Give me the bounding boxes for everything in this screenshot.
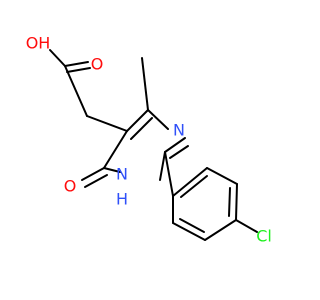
bond-c5-c4-inner [130, 117, 153, 140]
bond-n1-c6 [103, 167, 121, 173]
bond-ch2-c5 [86, 115, 128, 132]
bond-ar-2 [206, 167, 238, 185]
bond-ar-3-inner [228, 187, 231, 217]
bond-n3-c2-inner [169, 145, 189, 159]
bond-c5-c4 [126, 109, 149, 132]
bond-c2-n1 [159, 151, 166, 181]
ring-nitrogen-label: N [173, 121, 185, 140]
bond-n3-c2 [164, 137, 186, 153]
ketone-oxygen-label: O [64, 177, 77, 196]
bond-ar-3 [235, 183, 238, 221]
chlorine-label: Cl [256, 227, 272, 246]
acid-carbonyl-oxygen-label: O [91, 55, 104, 74]
ring-nh-nitrogen-label: N [116, 165, 128, 184]
bond-c6-c5 [103, 130, 128, 169]
bond-ar-1-inner [180, 175, 208, 198]
bond-ar-5 [172, 222, 206, 241]
bond-ar-4 [204, 219, 237, 241]
bond-ar-cl [235, 219, 258, 233]
bonds [49, 49, 258, 241]
hydroxyl-label: OH [26, 34, 51, 53]
bond-c6-o-inner [84, 174, 108, 188]
bond-oh-c [49, 49, 66, 67]
atom-labels: OH O N N H O Cl [26, 34, 272, 246]
bond-c2-aryl [164, 151, 174, 197]
bond-c-o-double-1 [64, 61, 89, 67]
bond-ar-1 [172, 167, 208, 197]
chemical-structure-diagram: OH O N N H O Cl [26, 34, 272, 246]
ring-nh-hydrogen-label: H [116, 190, 128, 209]
bond-c-o-double-2 [66, 67, 91, 73]
bond-c4-methyl [141, 57, 149, 111]
bond-c6-o [81, 167, 105, 181]
bond-c-ch2 [64, 65, 88, 117]
bond-ar-5-inner [179, 218, 205, 233]
bond-c4-n3 [147, 109, 169, 130]
